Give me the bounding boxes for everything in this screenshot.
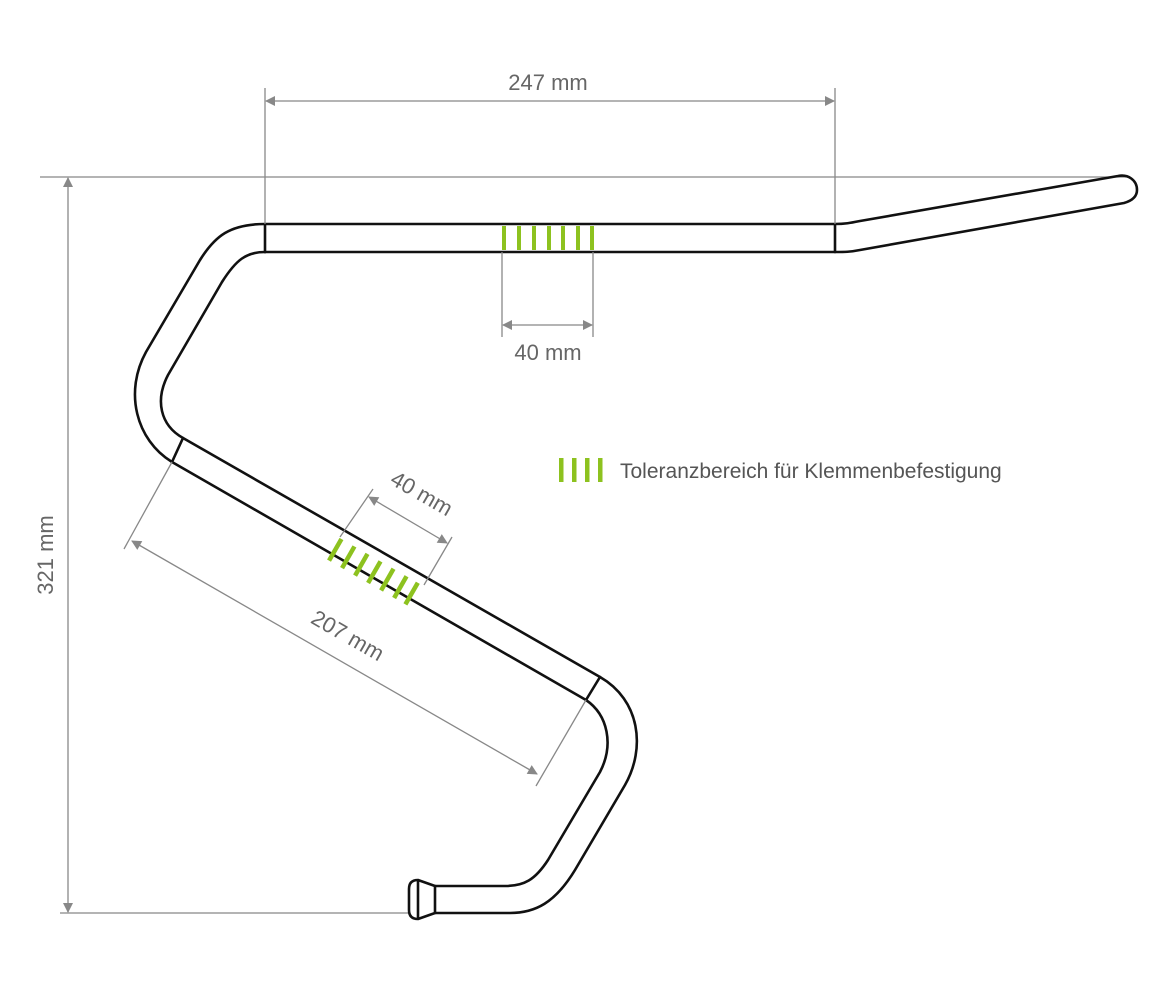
dimension-diagonal-length: 207 mm	[123, 461, 587, 787]
bar-end-cap	[407, 878, 437, 921]
dimension-top-tolerance: 40 mm	[501, 252, 594, 365]
legend-label: Toleranzbereich für Klemmenbefestigung	[620, 460, 1002, 483]
diagonal-length-label: 207 mm	[307, 605, 388, 666]
top-length-label: 247 mm	[508, 70, 587, 95]
legend: Toleranzbereich für Klemmenbefestigung	[559, 458, 1002, 483]
handlebar-outline	[133, 174, 1139, 921]
green-hatch-icon	[559, 458, 603, 482]
dimension-total-height: 321 mm	[33, 177, 73, 913]
total-height-label: 321 mm	[33, 515, 58, 594]
dimension-top-length: 247 mm	[264, 70, 836, 224]
top-tolerance-hatch	[502, 226, 594, 250]
top-tolerance-label: 40 mm	[514, 340, 581, 365]
